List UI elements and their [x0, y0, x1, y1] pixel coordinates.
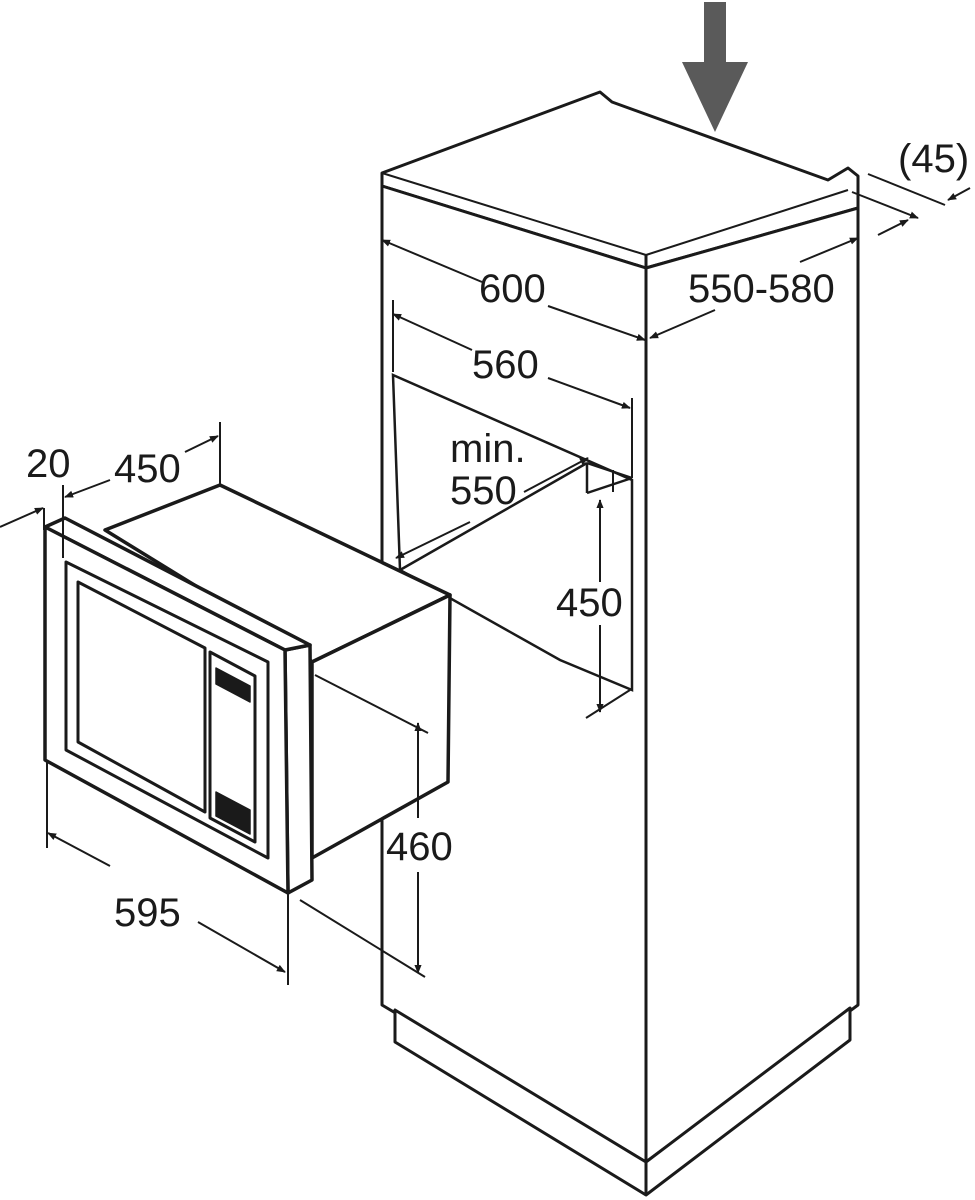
- niche-opening: [391, 373, 634, 692]
- frame-depth-label: 20: [26, 442, 71, 486]
- down-arrow-icon: [682, 2, 748, 132]
- cabinet-width-label: 600: [479, 267, 546, 311]
- cabinet-depth-label: 550-580: [688, 267, 835, 311]
- niche-depth-min-label: min.: [450, 427, 526, 471]
- appliance-width-label: 595: [114, 891, 181, 935]
- cabinet-side-face: [644, 206, 860, 1164]
- niche-height-label: 450: [556, 581, 623, 625]
- niche-width-label: 560: [472, 343, 539, 387]
- niche-depth-value-label: 550: [450, 469, 517, 513]
- dimension-lines: [0, 173, 971, 985]
- microwave-display: [215, 667, 251, 703]
- appliance-height-label: 460: [386, 825, 453, 869]
- top-offset-label: (45): [898, 137, 969, 181]
- microwave-button-strip: [215, 791, 251, 835]
- microwave-window: [76, 580, 207, 814]
- dimension-labels: 600 550-580 (45) 560 min. 550 450 20 450…: [26, 137, 969, 935]
- microwave: [43, 483, 452, 895]
- body-depth-label: 450: [114, 447, 181, 491]
